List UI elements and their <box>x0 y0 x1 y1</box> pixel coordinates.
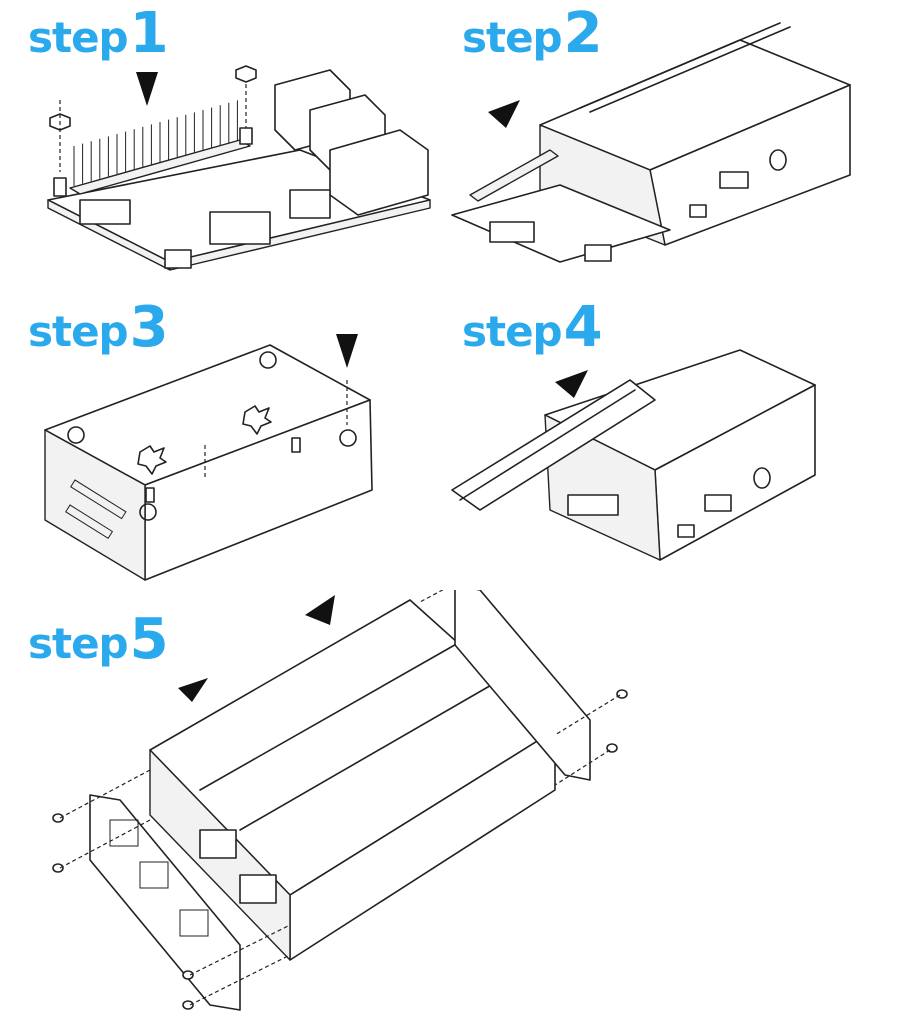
usb-ethernet-ports <box>274 69 429 216</box>
gpio-header <box>69 100 251 195</box>
arrow-right-icon <box>555 370 588 398</box>
step-4-illustration <box>451 349 816 561</box>
screw <box>145 487 155 503</box>
screw <box>52 863 64 873</box>
screw <box>291 437 301 453</box>
step-word: step <box>28 619 129 668</box>
standoff-right <box>239 127 253 145</box>
mount-cross <box>242 405 272 435</box>
step-word: step <box>462 13 563 62</box>
screw <box>182 1000 194 1010</box>
screw <box>616 689 628 699</box>
arrow-right-icon <box>178 678 208 702</box>
display-connector <box>79 199 131 225</box>
power-led-hole <box>753 467 771 489</box>
usb-opening <box>689 204 707 218</box>
step-number: 3 <box>129 295 169 360</box>
step-word: step <box>28 13 129 62</box>
usb-opening <box>677 524 695 538</box>
step-3-illustration <box>44 334 373 581</box>
arrow-right-icon <box>488 100 520 128</box>
arrow-left-icon <box>305 595 335 625</box>
step-number: 5 <box>129 607 169 672</box>
step-5-illustration <box>52 590 628 1011</box>
power-led-hole <box>769 149 787 171</box>
arrow-down-icon <box>136 72 158 106</box>
corner-hole <box>259 351 277 369</box>
step-word: step <box>28 307 129 356</box>
pcb-board <box>451 184 671 263</box>
step-number: 4 <box>563 295 603 360</box>
ethernet-port-opening <box>239 874 277 904</box>
corner-hole <box>139 503 157 521</box>
back-end-plate <box>454 590 591 781</box>
corner-hole <box>67 426 85 444</box>
step-1-illustration <box>47 65 431 271</box>
mount-cross <box>137 445 167 475</box>
sliding-cover <box>451 379 656 511</box>
usb-port-opening <box>199 829 237 859</box>
corner-hole <box>339 429 357 447</box>
step-2-illustration <box>451 22 851 263</box>
micro-usb-port <box>164 249 192 269</box>
arrow-down-icon <box>336 334 358 368</box>
step-word: step <box>462 307 563 356</box>
audio-jack <box>289 189 331 219</box>
case-end-plate <box>44 429 146 581</box>
micro-usb-port <box>584 244 612 262</box>
screw <box>182 970 194 980</box>
hdmi-opening <box>704 494 732 512</box>
display-connector <box>489 221 535 243</box>
screw <box>52 813 64 823</box>
display-connector <box>567 494 619 516</box>
hdmi-opening <box>719 171 749 189</box>
standoff-left <box>53 177 67 197</box>
step-number: 1 <box>129 1 169 66</box>
hdmi-port <box>209 211 271 245</box>
nut-right <box>235 65 257 83</box>
step-number: 2 <box>563 1 603 66</box>
front-end-plate <box>89 794 241 1011</box>
